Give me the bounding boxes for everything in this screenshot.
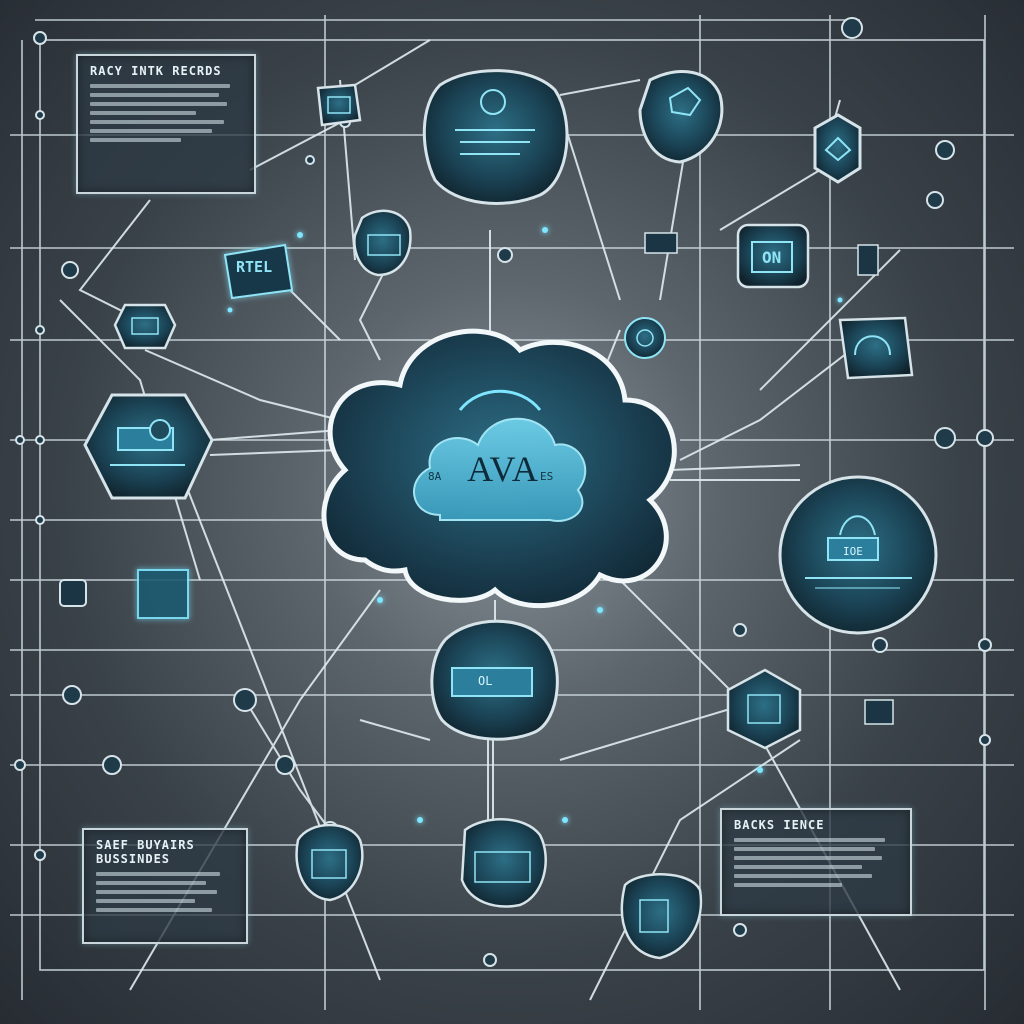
node-bottom-left-center[interactable] <box>295 823 364 902</box>
connection-lines <box>59 39 901 1001</box>
node-pp-right[interactable] <box>736 223 810 289</box>
center-side-right: ES <box>540 470 554 483</box>
node-left[interactable] <box>83 393 214 500</box>
node-hex-right[interactable] <box>813 113 862 184</box>
node-lower-center-label: OL <box>478 674 493 688</box>
panel-top-left-title: RACY INTK RECRDS <box>90 64 222 78</box>
node-top-right-shield[interactable] <box>638 70 724 164</box>
panel-bottom-left: SAEF BUYAIRS BUSSINDES <box>82 828 248 944</box>
node-small-left[interactable] <box>59 579 87 607</box>
node-pp-label: ON <box>762 248 782 267</box>
node-diamond-right[interactable] <box>726 668 802 750</box>
center-label: AVA <box>467 449 539 489</box>
node-bottom-center[interactable] <box>460 818 547 908</box>
node-top-center[interactable] <box>422 69 569 205</box>
node-right-large[interactable] <box>778 475 938 635</box>
node-right-large-label: IOE <box>843 545 863 558</box>
node-gear-right[interactable] <box>838 316 914 380</box>
node-upper-mid[interactable] <box>353 209 412 277</box>
node-bottom-shield[interactable] <box>620 873 703 960</box>
center-side-left: 8A <box>428 470 442 483</box>
panel-bottom-right: BACKS IENCE <box>720 808 912 916</box>
node-small-circle-mid[interactable] <box>624 317 666 359</box>
central-cloud <box>321 328 677 609</box>
panel-bottom-left-title: SAEF BUYAIRS BUSSINDES <box>96 838 195 866</box>
panel-bottom-right-title: BACKS IENCE <box>734 818 825 832</box>
node-rtl[interactable] <box>223 243 294 300</box>
panel-top-left: RACY INTK RECRDS <box>76 54 256 194</box>
node-rtl-label: RTEL <box>236 258 273 276</box>
node-mid-left-hex[interactable] <box>113 303 177 350</box>
node-small-right-2[interactable] <box>857 244 879 276</box>
node-top-left-small[interactable] <box>316 83 362 127</box>
node-lower-center[interactable] <box>430 619 559 741</box>
node-small-right-3[interactable] <box>864 699 894 725</box>
node-small-right-1[interactable] <box>644 232 678 254</box>
node-glow-left[interactable] <box>137 569 189 619</box>
